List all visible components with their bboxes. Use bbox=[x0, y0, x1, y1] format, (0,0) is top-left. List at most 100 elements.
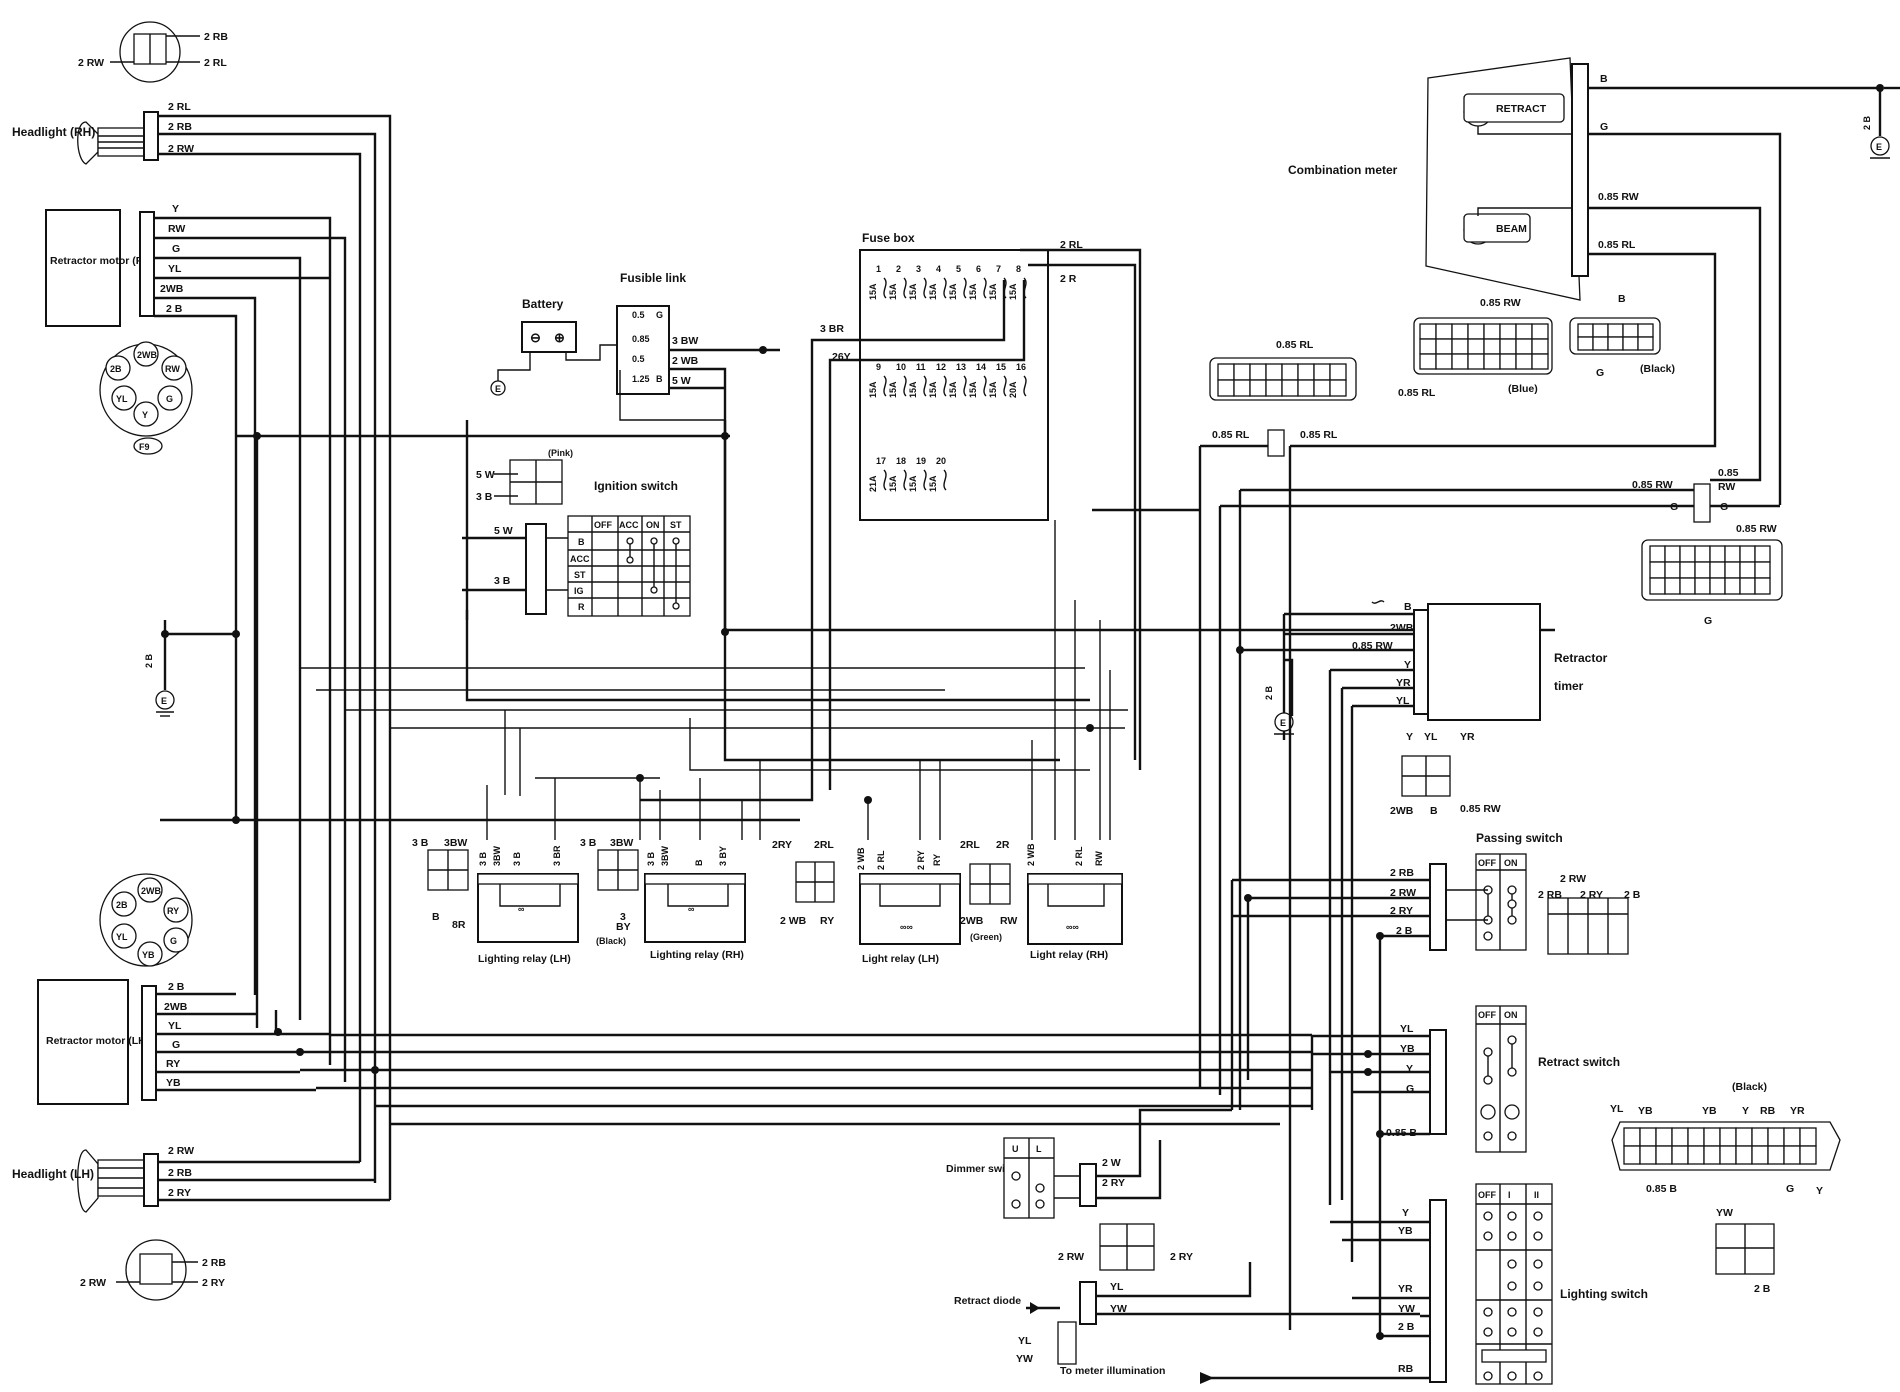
light-relay-rh-label: Light relay (RH) bbox=[1030, 949, 1108, 961]
fuse-element bbox=[1023, 375, 1027, 397]
switch-contact bbox=[1483, 1307, 1493, 1317]
pin-label: RY bbox=[820, 915, 834, 927]
connector-cavity bbox=[1531, 353, 1549, 370]
wire-label: YL bbox=[168, 1020, 182, 1032]
wire-label: 3 B bbox=[476, 491, 493, 503]
connector-cavity bbox=[1719, 1145, 1737, 1165]
fuse-amps: 15A bbox=[868, 283, 878, 300]
switch-contact bbox=[1507, 1327, 1517, 1337]
headlight-rh: Headlight (RH) bbox=[12, 111, 159, 165]
connector-cavity bbox=[1799, 1127, 1817, 1147]
connector-cavity bbox=[1724, 545, 1741, 563]
pin-label: 2 RW bbox=[1560, 873, 1586, 885]
svg-text:∞: ∞ bbox=[518, 904, 525, 914]
fuse-amps: 15A bbox=[1008, 283, 1018, 300]
connector-cavity bbox=[1649, 545, 1666, 563]
wire-label: 3 BR bbox=[820, 323, 844, 335]
wire-label: 2 B bbox=[144, 653, 154, 668]
wire-label: 0.85 RW bbox=[1598, 191, 1639, 203]
fuse-element bbox=[983, 375, 987, 397]
pin-label: YB bbox=[142, 950, 155, 960]
wire-label: Y bbox=[1406, 1063, 1413, 1075]
switch-contact bbox=[1533, 1327, 1543, 1337]
fuse-element bbox=[943, 375, 947, 397]
pin-label: 2RL bbox=[814, 839, 834, 851]
pin-label: 2 RB bbox=[168, 1167, 192, 1179]
ignition-col: OFF bbox=[594, 520, 612, 530]
connector-cavity bbox=[1592, 336, 1609, 351]
connector-cavity bbox=[1739, 561, 1756, 579]
connector-cavity bbox=[1754, 561, 1771, 579]
connector-cavity bbox=[1499, 323, 1517, 340]
wire-label: 2 RB bbox=[1390, 867, 1414, 879]
connector-cavity bbox=[1483, 338, 1501, 355]
connector-cavity bbox=[1694, 545, 1711, 563]
switch-contact bbox=[1507, 1259, 1517, 1269]
connector-cavity bbox=[1664, 577, 1681, 595]
connector-cavity bbox=[1515, 323, 1533, 340]
fuse-element bbox=[1003, 375, 1007, 397]
retract-switch-label: Retract switch bbox=[1538, 1055, 1620, 1069]
connector-cavity bbox=[1483, 353, 1501, 370]
connector-cavity bbox=[1249, 379, 1267, 397]
connector-note: (Black) bbox=[1732, 1081, 1767, 1093]
lighting-relay-rh-label: Lighting relay (RH) bbox=[650, 949, 744, 961]
connector-cavity bbox=[1679, 577, 1696, 595]
pin-label: RY bbox=[167, 906, 179, 916]
pin-label: BY bbox=[616, 921, 631, 933]
wire-label: 2 RL bbox=[168, 101, 191, 113]
wire-label: 5 W bbox=[672, 375, 691, 387]
switch-contact bbox=[1533, 1211, 1543, 1221]
connector-cavity bbox=[1419, 323, 1437, 340]
connector-cavity bbox=[1451, 353, 1469, 370]
pin-label: 2 B bbox=[1754, 1283, 1771, 1295]
pin-label: 2 RW bbox=[1058, 1251, 1084, 1263]
switch-pos: OFF bbox=[1478, 858, 1496, 868]
wire-label: 3 BW bbox=[672, 335, 698, 347]
connector-cavity bbox=[1754, 577, 1771, 595]
connector-cavity bbox=[1281, 363, 1299, 381]
connector-cavity bbox=[1655, 1127, 1673, 1147]
pin-label: 2B bbox=[116, 900, 128, 910]
f9-label: F9 bbox=[139, 442, 150, 452]
fuse-box: Fuse box 115A215A315A415A515A615A715A815… bbox=[640, 231, 1142, 802]
wire-label: 2 B bbox=[1862, 115, 1872, 130]
wire-label: RW bbox=[1718, 481, 1735, 493]
fuse-number: 9 bbox=[876, 362, 881, 372]
connector-cavity bbox=[1233, 379, 1251, 397]
connector-cavity bbox=[1217, 363, 1235, 381]
timer-connector: Y YL YR 2WB B 0.85 RW bbox=[1390, 731, 1501, 817]
connector-cavity bbox=[1499, 353, 1517, 370]
connector-cavity bbox=[1483, 323, 1501, 340]
wire-label: RY bbox=[932, 854, 942, 866]
connector-cavity bbox=[1265, 363, 1283, 381]
fuse-element bbox=[943, 277, 947, 299]
pin-label: YW bbox=[1016, 1353, 1033, 1365]
ignition-col: ST bbox=[670, 520, 682, 530]
fuse-element bbox=[903, 277, 907, 299]
dimmer-connector: 2 RW 2 RY bbox=[1058, 1223, 1193, 1271]
retractor-motor-rh: Retractor motor (RH) Y RW G YL 2WB 2 B bbox=[45, 203, 347, 1082]
svg-text:0.85: 0.85 bbox=[1718, 467, 1739, 479]
wire-label: 3 B bbox=[494, 575, 511, 587]
wire-label: 2 RW bbox=[1390, 887, 1416, 899]
switch-contact bbox=[1507, 1371, 1517, 1381]
wire-label: 2 B bbox=[166, 303, 183, 315]
wire-label: 2WB bbox=[160, 283, 184, 295]
wire-label: 3 B bbox=[646, 851, 656, 866]
connector-note: (Pink) bbox=[548, 448, 573, 458]
connector-cavity bbox=[1719, 1127, 1737, 1147]
fuse-amps: 15A bbox=[888, 381, 898, 398]
retract-connector: YL YB YB Y RB YR 0.85 B G Y (Black) bbox=[1610, 1081, 1841, 1197]
ignition-col: ON bbox=[646, 520, 660, 530]
fuse-amps: 15A bbox=[928, 381, 938, 398]
connector-cavity bbox=[1639, 1145, 1657, 1165]
connector-cavity bbox=[1233, 363, 1251, 381]
connector-cavity bbox=[1297, 363, 1315, 381]
fuse-number: 10 bbox=[896, 362, 906, 372]
pin-label: B bbox=[432, 911, 440, 923]
wire-label: 2 RL bbox=[876, 850, 886, 870]
connector-cavity bbox=[1703, 1127, 1721, 1147]
lighting-relay-lh: 3 B 3BW B 8R ∞ 3 B 3BW 3 B 3 BR Lighting… bbox=[412, 837, 579, 965]
fuse-amps: 15A bbox=[948, 283, 958, 300]
